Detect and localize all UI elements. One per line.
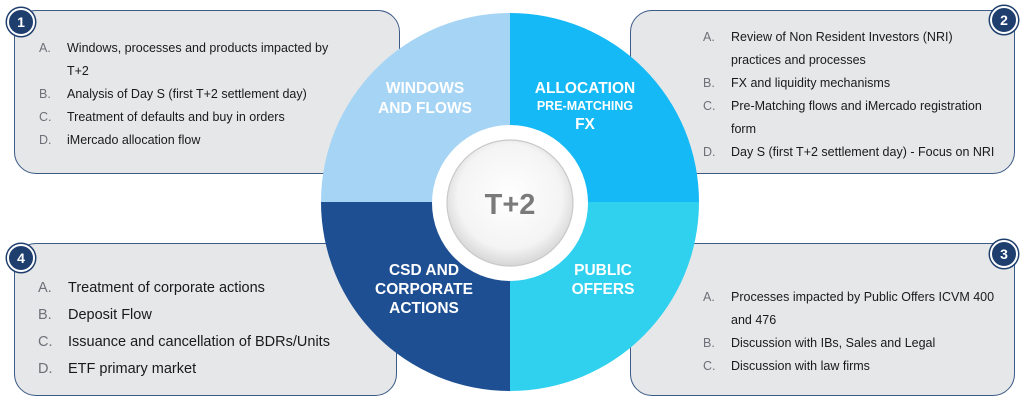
item-text: and 476 bbox=[731, 313, 777, 327]
list-item: A. Processes impacted by Public Offers IC… bbox=[703, 286, 994, 309]
info-box-3 bbox=[630, 243, 1015, 396]
list-item: B. Analysis of Day S (first T+2 settlemen… bbox=[39, 83, 328, 106]
item-text: Issuance and cancellation of BDRs/Units bbox=[68, 334, 330, 350]
quadrant-label-public-line1: PUBLIC bbox=[574, 262, 632, 279]
item-text: Review of Non Resident Investors (NRI) bbox=[731, 30, 953, 44]
quadrant-label-csd-line1: CSD AND bbox=[389, 262, 459, 279]
item-letter: B. bbox=[703, 336, 715, 350]
item-letter: C. bbox=[703, 359, 716, 373]
item-text: Day S (first T+2 settlement day) - Focus… bbox=[731, 145, 995, 159]
box-3-list: A. Processes impacted by Public Offers IC… bbox=[703, 286, 994, 378]
item-letter: C. bbox=[39, 110, 52, 124]
list-item: D. Day S (first T+2 settlement day) - Foc… bbox=[703, 141, 994, 164]
item-letter: C. bbox=[38, 334, 53, 350]
item-text: FX and liquidity mechanisms bbox=[731, 76, 891, 90]
item-text: Treatment of corporate actions bbox=[68, 280, 265, 296]
box-4-list: A. Treatment of corporate actions B. Depos… bbox=[38, 275, 330, 383]
item-letter: A. bbox=[703, 290, 715, 304]
quadrant-label-allocation-line2: PRE-MATCHING bbox=[537, 99, 633, 113]
item-text: practices and processes bbox=[731, 53, 866, 67]
item-letter: B. bbox=[39, 87, 51, 101]
center-label: T+2 bbox=[485, 189, 536, 221]
quadrant-label-windows-line1: WINDOWS bbox=[386, 80, 464, 97]
item-text: iMercado allocation flow bbox=[67, 133, 201, 147]
list-item: C. Treatment of defaults and buy in order… bbox=[39, 106, 328, 129]
list-item: and 476 bbox=[703, 309, 994, 332]
list-item: B. FX and liquidity mechanisms bbox=[703, 72, 994, 95]
item-text: Windows, processes and products impacted… bbox=[67, 41, 329, 55]
list-item: C. Issuance and cancellation of BDRs/Unit… bbox=[38, 329, 330, 356]
list-item: practices and processes bbox=[703, 49, 994, 72]
item-text: Processes impacted by Public Offers ICVM… bbox=[731, 290, 995, 304]
list-item: D. iMercado allocation flow bbox=[39, 129, 328, 152]
quadrant-label-allocation-line3: FX bbox=[575, 116, 595, 133]
list-item: B. Deposit Flow bbox=[38, 302, 330, 329]
item-letter: C. bbox=[703, 99, 716, 113]
info-box-2 bbox=[630, 10, 1015, 174]
list-item: C. Discussion with law firms bbox=[703, 355, 994, 378]
item-letter: B. bbox=[703, 76, 715, 90]
item-text: Discussion with IBs, Sales and Legal bbox=[731, 336, 936, 350]
item-text: T+2 bbox=[67, 64, 89, 78]
list-item: C. Pre-Matching flows and iMercado regist… bbox=[703, 95, 994, 118]
list-item: B. Discussion with IBs, Sales and Legal bbox=[703, 332, 994, 355]
list-item: A. Windows, processes and products impact… bbox=[39, 37, 328, 60]
list-item: T+2 bbox=[39, 60, 328, 83]
box-1-list: A. Windows, processes and products impact… bbox=[39, 37, 328, 152]
quadrant-label-allocation-line1: ALLOCATION bbox=[535, 80, 635, 97]
item-letter: A. bbox=[703, 30, 715, 44]
quadrant-label-public-line2: OFFERS bbox=[572, 281, 635, 298]
quadrant-label-csd-line2: CORPORATE bbox=[375, 281, 473, 298]
box-2-list: A. Review of Non Resident Investors (NRI)… bbox=[703, 26, 994, 164]
quadrant-label-csd-line3: ACTIONS bbox=[389, 300, 459, 317]
number-badge-2: 2 bbox=[990, 6, 1018, 34]
item-letter: D. bbox=[703, 145, 716, 159]
item-letter: A. bbox=[38, 280, 52, 296]
hub-center bbox=[446, 139, 574, 267]
number-badge-3: 3 bbox=[990, 240, 1018, 268]
item-text: Deposit Flow bbox=[68, 307, 152, 323]
list-item: A. Treatment of corporate actions bbox=[38, 275, 330, 302]
item-text: form bbox=[731, 122, 756, 136]
item-text: Analysis of Day S (first T+2 settlement … bbox=[67, 87, 307, 101]
list-item: A. Review of Non Resident Investors (NRI) bbox=[703, 26, 994, 49]
quadrant-label-windows-line2: AND FLOWS bbox=[378, 100, 472, 117]
item-text: ETF primary market bbox=[68, 361, 197, 377]
number-badge-4: 4 bbox=[7, 244, 35, 272]
item-text: Pre-Matching flows and iMercado registra… bbox=[731, 99, 982, 113]
number-badge-1: 1 bbox=[7, 8, 35, 36]
item-letter: D. bbox=[38, 361, 53, 377]
item-text: Discussion with law firms bbox=[731, 359, 870, 373]
item-letter: B. bbox=[38, 307, 52, 323]
list-item: form bbox=[703, 118, 994, 141]
item-letter: D. bbox=[39, 133, 52, 147]
item-letter: A. bbox=[39, 41, 51, 55]
item-text: Treatment of defaults and buy in orders bbox=[67, 110, 285, 124]
list-item: D. ETF primary market bbox=[38, 356, 330, 383]
